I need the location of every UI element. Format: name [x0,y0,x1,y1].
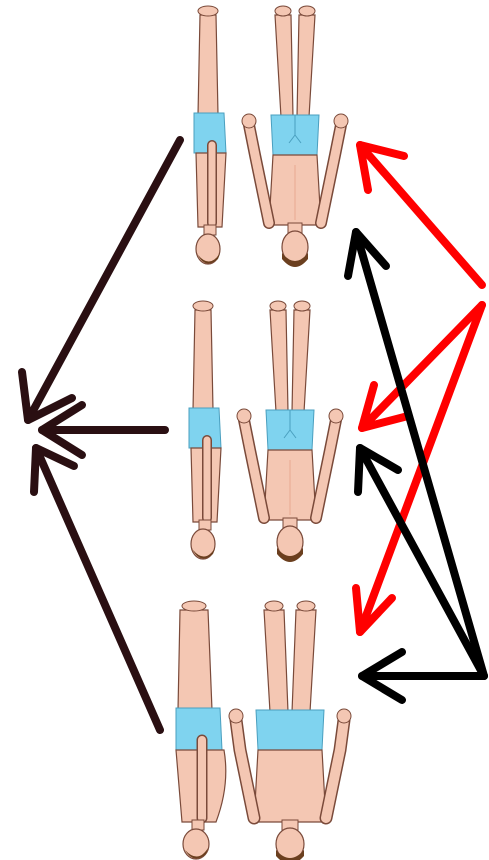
black-arrow-middle [360,448,484,676]
row-bottom [176,601,351,860]
side-view-figure [194,6,226,264]
front-view-figure [237,301,343,562]
front-view-figure [242,6,348,267]
side-view-figure [189,301,221,559]
arrow-top-to-left [28,140,180,420]
black-arrows [348,232,484,700]
front-view-figure [229,601,351,860]
red-arrow-top [360,145,482,285]
side-view-figure [176,601,226,859]
arrow-bottom-to-left [36,448,160,730]
row-middle [189,301,343,562]
row-top [194,6,348,267]
left-converging-arrows [22,140,180,730]
